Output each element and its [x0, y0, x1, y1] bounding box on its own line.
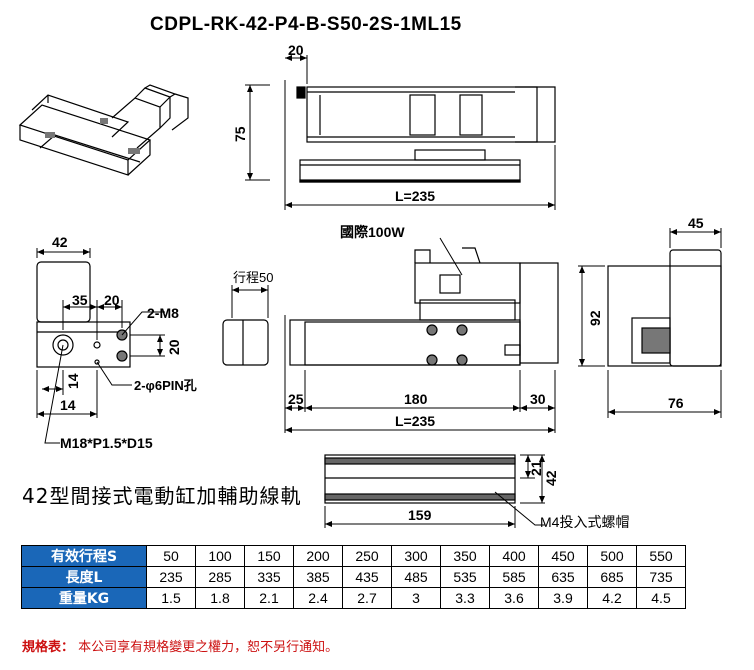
rail-dim-42: 42	[543, 470, 559, 486]
side-view	[222, 237, 559, 433]
table-cell: 350	[440, 545, 490, 567]
table-cell: 300	[391, 545, 441, 567]
row-header: 重量KG	[21, 587, 147, 609]
right-dim-76: 76	[668, 395, 684, 411]
left-dim-42: 42	[52, 234, 68, 250]
isometric-view	[18, 84, 189, 176]
table-cell: 635	[538, 566, 588, 588]
table-cell: 535	[440, 566, 490, 588]
table-cell: 100	[195, 545, 245, 567]
left-dim-14b: 14	[60, 397, 76, 413]
table-cell: 550	[636, 545, 686, 567]
technical-drawing: 20 75 L=235 42 35 20 2-M8 20 2-φ6P	[18, 42, 722, 530]
table-cell: 4.2	[587, 587, 637, 609]
table-cell: 2.7	[342, 587, 392, 609]
left-dim-20a: 20	[104, 292, 120, 308]
spec-table: 有效行程S 50 100 150 200 250 300 350 400 450…	[21, 545, 686, 609]
table-cell: 50	[146, 545, 196, 567]
table-cell: 150	[244, 545, 294, 567]
side-dim-25: 25	[288, 391, 304, 407]
table-cell: 250	[342, 545, 392, 567]
thread-label: M18*P1.5*D15	[60, 435, 153, 451]
right-end-view	[578, 228, 722, 418]
table-cell: 400	[489, 545, 539, 567]
row-header: 有效行程S	[21, 545, 147, 567]
table-cell: 3.6	[489, 587, 539, 609]
nut-label: M4投入式螺帽	[540, 514, 629, 530]
right-dim-45: 45	[688, 215, 704, 231]
table-row: 長度L 235 285 335 385 435 485 535 585 635 …	[21, 566, 686, 588]
left-dim-20b: 20	[166, 339, 182, 355]
table-cell: 200	[293, 545, 343, 567]
table-cell: 2.4	[293, 587, 343, 609]
table-cell: 685	[587, 566, 637, 588]
table-cell: 585	[489, 566, 539, 588]
table-row: 重量KG 1.5 1.8 2.1 2.4 2.7 3 3.3 3.6 3.9 4…	[21, 587, 686, 609]
right-dim-92: 92	[587, 310, 603, 326]
table-cell: 500	[587, 545, 637, 567]
top-dim-20: 20	[288, 42, 304, 58]
rail-dim-21: 21	[528, 460, 544, 476]
table-row: 有效行程S 50 100 150 200 250 300 350 400 450…	[21, 545, 686, 567]
side-dim-30: 30	[530, 391, 546, 407]
table-cell: 435	[342, 566, 392, 588]
row-header: 長度L	[21, 566, 147, 588]
table-cell: 335	[244, 566, 294, 588]
table-cell: 285	[195, 566, 245, 588]
motor-label: 國際100W	[340, 224, 405, 240]
note-text: 本公司享有規格變更之權力，恕不另行通知。	[78, 640, 339, 655]
side-dim-L: L=235	[395, 413, 435, 429]
table-cell: 735	[636, 566, 686, 588]
rail-dim-159: 159	[408, 507, 432, 523]
left-end-view	[36, 248, 165, 444]
table-cell: 385	[293, 566, 343, 588]
drawing-title: CDPL-RK-42-P4-B-S50-2S-1ML15	[150, 14, 462, 35]
table-cell: 1.5	[146, 587, 196, 609]
note-label: 規格表：	[22, 640, 75, 655]
side-dim-180: 180	[404, 391, 428, 407]
table-cell: 3.9	[538, 587, 588, 609]
auxiliary-rail	[324, 454, 545, 528]
table-cell: 3	[391, 587, 441, 609]
table-cell: 235	[146, 566, 196, 588]
top-dim-75: 75	[232, 126, 248, 142]
spec-note: 規格表： 本公司享有規格變更之權力，恕不另行通知。	[22, 636, 338, 655]
left-m8-label: 2-M8	[147, 305, 179, 321]
table-cell: 485	[391, 566, 441, 588]
table-cell: 1.8	[195, 587, 245, 609]
left-pin-label: 2-φ6PIN孔	[134, 378, 197, 393]
table-cell: 450	[538, 545, 588, 567]
left-dim-35: 35	[72, 292, 88, 308]
stroke-label: 行程50	[233, 270, 273, 285]
table-cell: 2.1	[244, 587, 294, 609]
table-cell: 4.5	[636, 587, 686, 609]
table-cell: 3.3	[440, 587, 490, 609]
left-dim-14a: 14	[65, 373, 81, 389]
top-view	[245, 55, 556, 210]
top-dim-L: L=235	[395, 188, 435, 204]
rail-caption: 42型間接式電動缸加輔助線軌	[22, 484, 302, 508]
